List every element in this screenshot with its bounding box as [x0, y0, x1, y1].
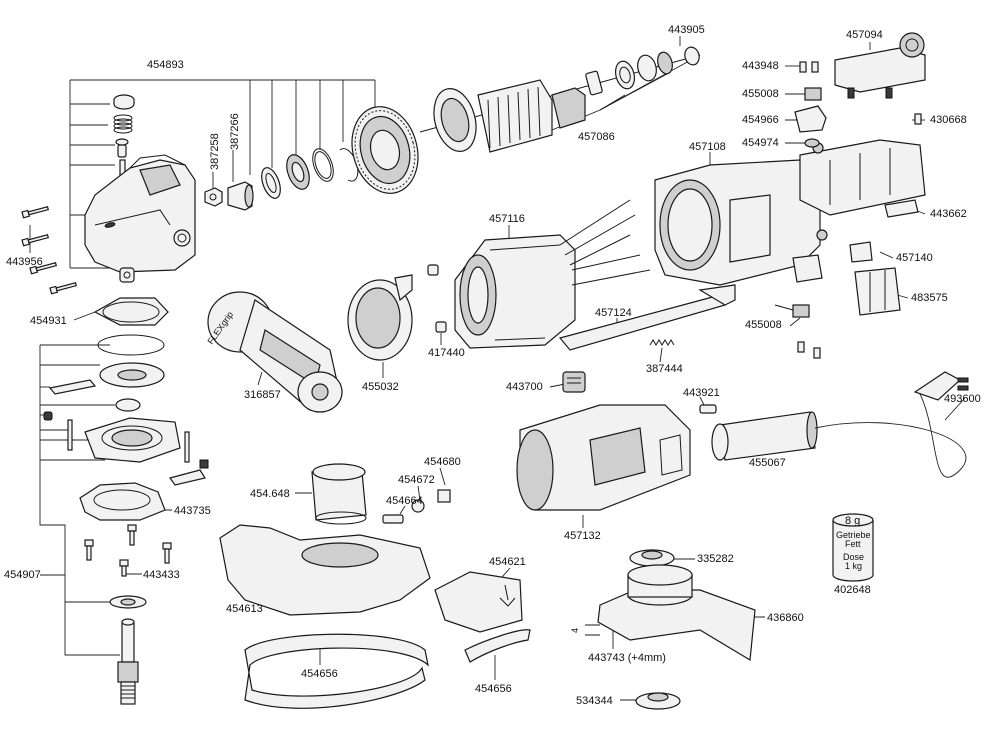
label-454664: 454664 [386, 495, 423, 507]
cable-clamp-457124 [558, 284, 736, 351]
label-457116: 457116 [489, 213, 525, 225]
grease-line2: Fett [845, 539, 861, 549]
label-534344: 534344 [576, 695, 613, 707]
grease-amount: 8 g [845, 515, 860, 527]
side-handle: FLEXgrip [205, 291, 343, 413]
label-455008-top: 455008 [742, 88, 779, 100]
label-443905: 443905 [668, 24, 705, 36]
label-454680: 454680 [424, 456, 461, 468]
grease-tub: 8 g Getriebe Fett Dose 1 kg [832, 513, 874, 582]
fan-wheel [351, 106, 419, 194]
label-454621: 454621 [489, 556, 526, 568]
label-430668: 430668 [930, 114, 967, 126]
label-457086: 457086 [578, 131, 615, 143]
label-483575: 483575 [911, 292, 948, 304]
power-cable [711, 371, 969, 478]
label-dim-4: 4 [570, 628, 580, 633]
label-443735: 443735 [174, 505, 211, 517]
label-387266: 387266 [229, 113, 241, 150]
clamp-flange-and-guard [585, 549, 756, 710]
label-454907: 454907 [4, 569, 41, 581]
gear-head-assembly [84, 94, 196, 283]
label-454931: 454931 [30, 315, 67, 327]
stator-field [454, 199, 651, 349]
label-454656-right: 454656 [475, 683, 512, 695]
label-387258: 387258 [209, 133, 221, 170]
label-457094: 457094 [846, 29, 883, 41]
label-455067: 455067 [749, 457, 786, 469]
flange-assembly [43, 297, 209, 521]
label-417440: 417440 [428, 347, 465, 359]
screws-443433 [84, 524, 172, 577]
cover-bands [244, 629, 531, 709]
rear-housing [516, 404, 717, 511]
label-457124: 457124 [595, 307, 632, 319]
label-443700: 443700 [506, 381, 543, 393]
spindle [109, 595, 147, 705]
screws-443956 [21, 205, 78, 295]
label-457132: 457132 [564, 530, 601, 542]
label-335282: 335282 [697, 553, 734, 565]
label-454974: 454974 [742, 137, 779, 149]
label-443956: 443956 [6, 256, 43, 268]
grease-line1: Getriebe [836, 530, 871, 540]
label-454656-left: 454656 [301, 668, 338, 680]
spring-387444 [649, 339, 675, 346]
label-443948: 443948 [742, 60, 779, 72]
switch-button-443700 [562, 371, 586, 393]
label-443433: 443433 [143, 569, 180, 581]
label-436860: 436860 [767, 612, 804, 624]
bearing-nut-parts [204, 181, 254, 211]
label-454613: 454613 [226, 603, 263, 615]
label-402648: 402648 [834, 584, 871, 596]
label-443743: 443743 (+4mm) [588, 652, 666, 664]
label-454672: 454672 [398, 474, 435, 486]
motor-housing [654, 139, 926, 286]
label-387444: 387444 [646, 363, 683, 375]
leader-lines [29, 36, 966, 701]
label-443921: 443921 [683, 387, 720, 399]
grease-line3: Dose [843, 552, 864, 562]
label-493600: 493600 [944, 393, 981, 405]
label-316857: 316857 [244, 389, 281, 401]
label-443662: 443662 [930, 208, 967, 220]
armature [419, 46, 701, 153]
grease-line4: 1 kg [845, 561, 862, 571]
label-457108: 457108 [689, 141, 726, 153]
label-457140: 457140 [896, 252, 933, 264]
brush-holder-cover [347, 264, 447, 361]
part-labels: 454893 443905 457094 443948 455008 45496… [4, 24, 981, 707]
label-454893: 454893 [147, 59, 184, 71]
wheel-guard [219, 463, 523, 633]
label-455032: 455032 [362, 381, 399, 393]
bearing-rings [261, 148, 359, 199]
electronics-parts [774, 32, 926, 359]
label-455008-bottom: 455008 [745, 319, 782, 331]
label-454966: 454966 [742, 114, 779, 126]
label-454648: 454.648 [250, 488, 290, 500]
